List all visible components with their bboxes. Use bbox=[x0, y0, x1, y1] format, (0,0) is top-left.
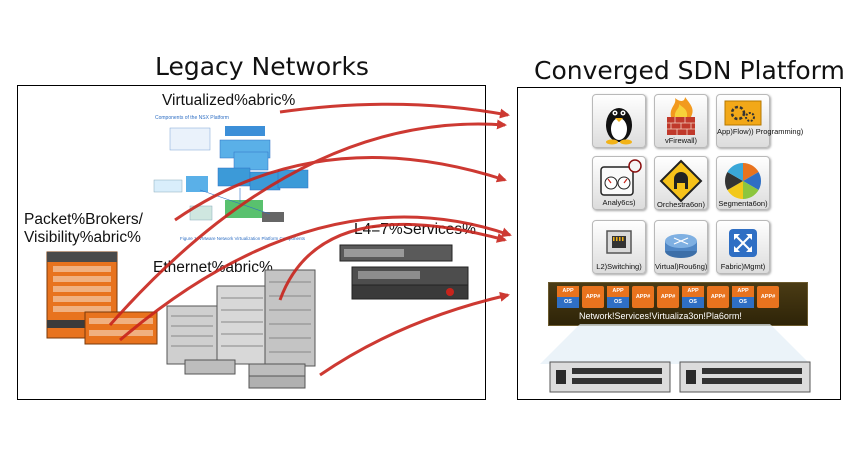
app-chip: APP# bbox=[757, 286, 779, 308]
packet-brokers-label-line1: Packet%Brokers/ bbox=[24, 211, 143, 228]
arrow-broker-to-sdn bbox=[108, 119, 507, 326]
segmentation-wheel-icon bbox=[724, 163, 762, 199]
vfirewall-caption: vFirewall) bbox=[664, 136, 698, 145]
fabric-mgmt-app-tile[interactable]: Fabric)Mgmt) bbox=[716, 220, 770, 274]
router-icon bbox=[665, 234, 697, 258]
virtualized-fabric-label: Virtualized%abric% bbox=[162, 92, 296, 109]
l2-switching-caption: L2)Switching) bbox=[596, 262, 642, 271]
app-chip: APP# bbox=[707, 286, 729, 308]
segmentation-app-tile[interactable]: Segmenta6on) bbox=[716, 156, 770, 210]
converged-sdn-title: Converged SDN Platform bbox=[534, 56, 845, 85]
arrow-ethernet2-to-sdn bbox=[319, 291, 510, 377]
app-chip: APP# bbox=[632, 286, 654, 308]
packet-broker-chassis-image bbox=[46, 251, 158, 345]
segmentation-caption: Segmenta6on) bbox=[718, 199, 768, 208]
orchestration-caption: Orchestra6on) bbox=[657, 200, 705, 209]
svg-text:Figure 1: VMware Network Virtu: Figure 1: VMware Network Virtualization … bbox=[180, 236, 306, 241]
packet-brokers-label-line2: Visibility%abric% bbox=[24, 229, 141, 246]
ethernet-fabric-label: Ethernet%abric% bbox=[153, 259, 273, 276]
arrow-virt-lower-to-sdn bbox=[174, 156, 507, 222]
l2-switching-app-tile[interactable]: L2)Switching) bbox=[592, 220, 646, 274]
app-flow-programming-tile[interactable]: App)Flow)) Programming) bbox=[716, 94, 804, 148]
arrow-broker2-to-sdn bbox=[119, 215, 512, 342]
arrow-ethernet-to-sdn bbox=[278, 222, 507, 301]
legacy-networks-title: Legacy Networks bbox=[155, 52, 369, 81]
app-chip: APP# bbox=[657, 286, 679, 308]
ethernet-switch-chassis-image bbox=[166, 269, 316, 389]
fabric-arrows-icon bbox=[729, 229, 757, 257]
virtual-routing-caption: Virtual)Rou6ng) bbox=[655, 262, 708, 271]
linux-app-tile[interactable] bbox=[592, 94, 646, 148]
analytics-gauge-icon bbox=[600, 159, 642, 196]
app-flow-programming-caption: App)Flow)) Programming) bbox=[717, 127, 804, 136]
fabric-mgmt-caption: Fabric)Mgmt) bbox=[720, 262, 766, 271]
analytics-caption: Analy6cs) bbox=[602, 198, 636, 207]
nsx-platform-diagram: Components of the NSX Platform Figure 1:… bbox=[153, 115, 309, 241]
tunnel-sign-icon bbox=[659, 159, 703, 203]
linux-penguin-icon bbox=[606, 108, 632, 145]
network-services-caption: Network!Services!Virtualiza3on!Pla6orm! bbox=[579, 311, 742, 321]
nsx-caption: Components of the NSX Platform bbox=[155, 115, 229, 121]
analytics-app-tile[interactable]: Analy6cs) bbox=[592, 156, 646, 210]
orchestration-app-tile[interactable]: Orchestra6on) bbox=[654, 156, 708, 210]
bare-metal-switches-image bbox=[540, 324, 811, 393]
firewall-icon bbox=[667, 97, 695, 135]
virtual-routing-app-tile[interactable]: Virtual)Rou6ng) bbox=[654, 220, 708, 274]
ethernet-port-icon bbox=[606, 230, 632, 254]
vfirewall-app-tile[interactable]: vFirewall) bbox=[654, 94, 708, 148]
arrow-virtualized-to-sdn bbox=[279, 102, 510, 119]
app-chip: APP# bbox=[582, 286, 604, 308]
l4-7-appliances-image bbox=[339, 244, 469, 300]
gears-icon bbox=[724, 100, 762, 126]
